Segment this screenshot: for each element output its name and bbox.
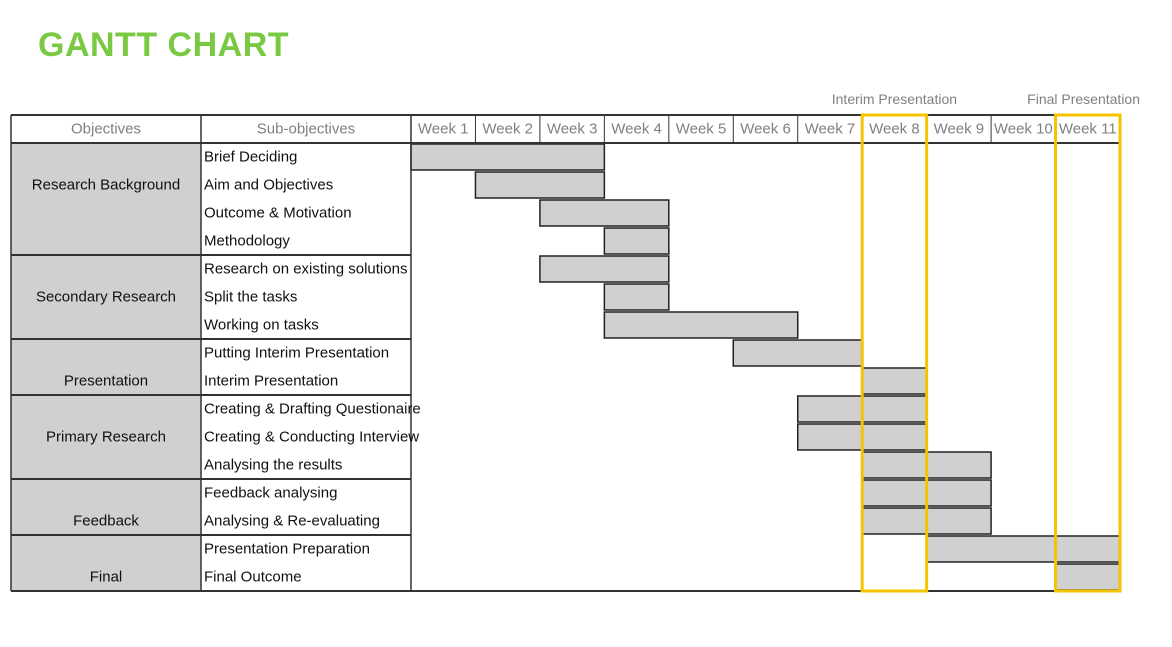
subobjective-label: Research on existing solutions [204, 261, 407, 278]
objective-label: Final [90, 569, 123, 586]
week-header: Week 9 [934, 121, 985, 138]
week-header: Week 5 [676, 121, 727, 138]
subobjective-label: Interim Presentation [204, 373, 338, 390]
objective-group-cells [11, 143, 201, 591]
objective-cell [11, 535, 201, 591]
objective-label: Presentation [64, 373, 148, 390]
week-header: Week 1 [418, 121, 469, 138]
objective-label: Feedback [73, 513, 139, 530]
subobjective-label: Creating & Drafting Questionaire [204, 401, 421, 418]
milestone-label: Interim Presentation [832, 91, 957, 107]
task-bar [732, 339, 863, 367]
milestone-highlights: Interim Presentation Final Presentation [832, 91, 1140, 593]
task-bar [925, 535, 1121, 563]
task-bar [410, 143, 606, 171]
week-header: Week 7 [805, 121, 856, 138]
subobjective-label: Methodology [204, 233, 290, 250]
week-header: Week 11 [1059, 121, 1117, 138]
milestone-label: Final Presentation [1027, 91, 1140, 107]
subobjective-label: Aim and Objectives [204, 177, 333, 194]
subobjective-label: Outcome & Motivation [204, 205, 352, 222]
objective-cell [11, 479, 201, 535]
task-bar [603, 283, 670, 311]
task-bar [539, 199, 670, 227]
objectives-header: Objectives [71, 121, 141, 138]
table-text: Objectives Sub-objectives Week 1 Week 2 Week… [32, 121, 1117, 586]
subobjective-label: Putting Interim Presentation [204, 345, 389, 362]
objective-label: Primary Research [46, 429, 166, 446]
subobjective-label: Analysing the results [204, 457, 342, 474]
subobjective-label: Final Outcome [204, 569, 302, 586]
objective-cell [11, 395, 201, 479]
subobjective-label: Brief Deciding [204, 149, 297, 166]
task-bar [1054, 563, 1121, 591]
objective-cell [11, 255, 201, 339]
subobjectives-header: Sub-objectives [257, 121, 355, 138]
milestone-highlight [860, 113, 929, 593]
objective-label: Secondary Research [36, 289, 176, 306]
task-bar [474, 171, 606, 199]
task-bars [410, 143, 1121, 591]
subobjective-label: Working on tasks [204, 317, 319, 334]
subobjective-label: Feedback analysing [204, 485, 337, 502]
subobjective-label: Analysing & Re-evaluating [204, 513, 380, 530]
week-header: Week 4 [611, 121, 662, 138]
task-bar [861, 367, 928, 395]
objective-cell [11, 339, 201, 395]
task-bar [603, 311, 799, 339]
task-bar [603, 227, 670, 255]
subobjective-label: Creating & Conducting Interview [204, 429, 419, 446]
subobjective-label: Split the tasks [204, 289, 297, 306]
subobjective-label: Presentation Preparation [204, 541, 370, 558]
objective-label: Research Background [32, 177, 180, 194]
week-header: Week 8 [869, 121, 920, 138]
week-header: Week 3 [547, 121, 598, 138]
objective-cell [11, 143, 201, 255]
week-header: Week 10 [994, 121, 1053, 138]
milestone-highlight [1054, 113, 1122, 593]
page-title: GANTT CHART [38, 26, 290, 64]
table-grid-lines [10, 114, 1121, 592]
week-header: Week 6 [740, 121, 791, 138]
task-bar [539, 255, 670, 283]
week-header: Week 2 [482, 121, 533, 138]
